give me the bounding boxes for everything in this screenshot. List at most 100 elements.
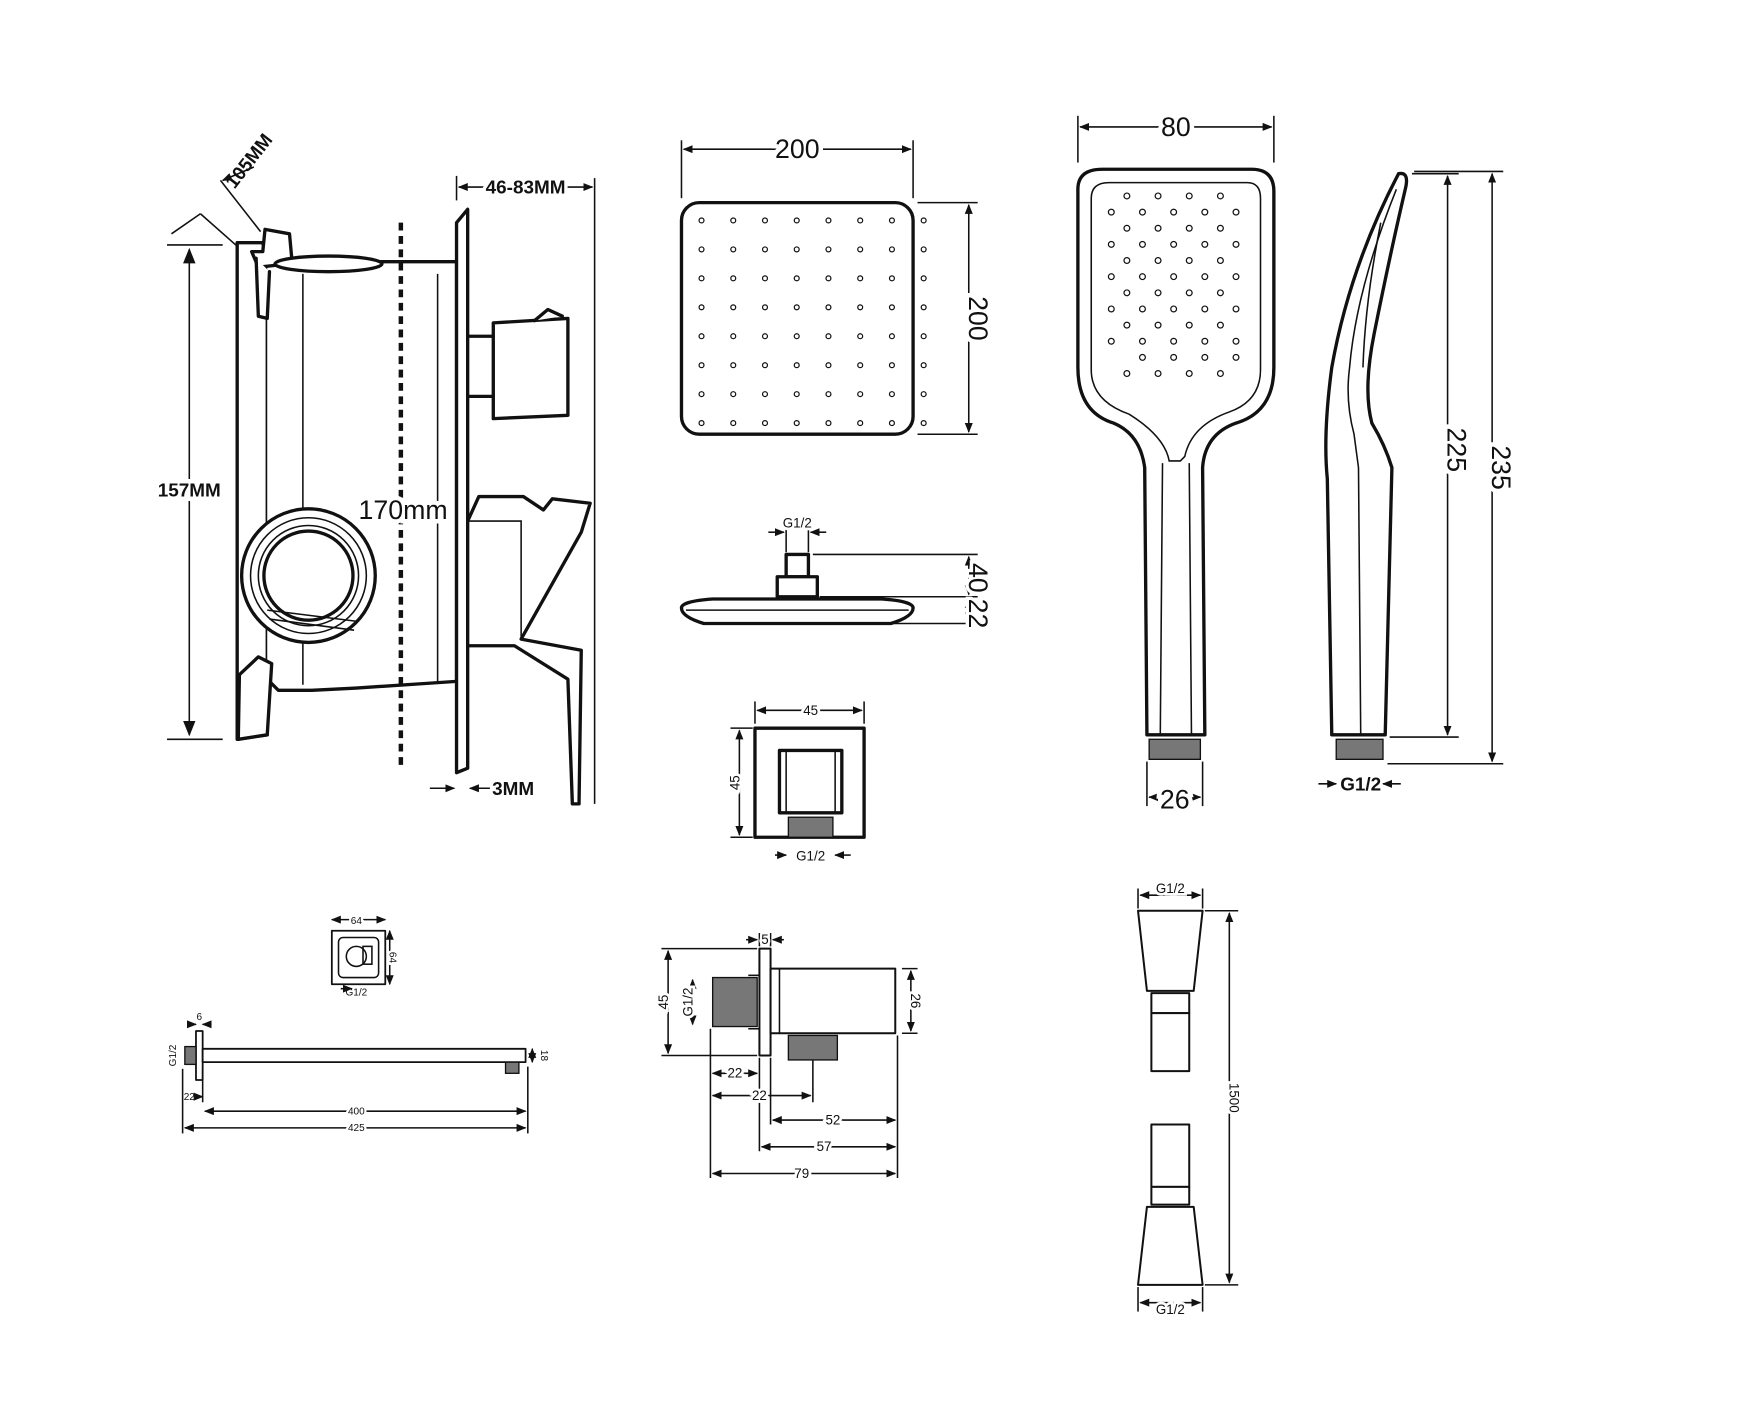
hand-nozzle xyxy=(1123,192,1131,200)
hand-nozzle xyxy=(1138,273,1146,281)
hand-nozzle xyxy=(1107,208,1115,216)
hand-nozzle xyxy=(1201,240,1209,248)
hand-nozzle xyxy=(1154,224,1162,232)
shower-hose xyxy=(1137,909,1204,1286)
body-height-label: 157MM xyxy=(158,481,221,502)
elbow-thread-label: G1/2 xyxy=(681,988,696,1017)
hand-nozzle xyxy=(1107,337,1115,345)
rain-nozzle xyxy=(920,391,927,398)
hand-shower-dimensions: 80 225 235 26 G1/2 xyxy=(1077,107,1521,819)
rain-nozzle xyxy=(920,217,927,224)
arm-length-label: 400 xyxy=(348,1106,365,1117)
rain-nozzle xyxy=(825,246,832,253)
rain-nozzle xyxy=(730,217,737,224)
hand-nozzle xyxy=(1185,257,1193,265)
flange-connection-label: G1/2 xyxy=(345,987,367,998)
rain-nozzle xyxy=(730,420,737,427)
hand-shower-side xyxy=(1324,171,1409,760)
rain-nozzle xyxy=(920,362,927,369)
inlet-offset-label: 22 xyxy=(752,1088,767,1103)
rain-nozzle xyxy=(888,362,895,369)
hand-nozzle xyxy=(1170,353,1178,361)
rain-nozzle xyxy=(793,275,800,282)
rain-shower-head-side xyxy=(679,552,915,626)
flange-depth-label: 6 xyxy=(197,1012,203,1023)
rain-nozzle xyxy=(761,391,769,398)
wall-elbow-front xyxy=(753,726,866,839)
hand-nozzle xyxy=(1185,224,1193,232)
rain-nozzle xyxy=(761,420,769,427)
rain-head-depth-label: 200 xyxy=(963,296,993,341)
hand-shower-nozzles xyxy=(1107,192,1240,378)
rain-nozzle xyxy=(793,391,800,398)
hose-length-label: 1500 xyxy=(1226,1083,1241,1113)
hand-nozzle xyxy=(1201,273,1209,281)
hand-nozzle xyxy=(1201,305,1209,313)
hand-nozzle xyxy=(1216,192,1224,200)
hand-nozzle xyxy=(1216,224,1224,232)
concealed-mixer xyxy=(235,207,592,806)
rain-nozzle xyxy=(888,217,895,224)
hand-nozzle xyxy=(1232,337,1240,345)
hand-nozzle xyxy=(1170,240,1178,248)
rain-nozzle xyxy=(698,246,705,253)
hand-nozzle xyxy=(1201,353,1209,361)
hand-nozzle xyxy=(1123,321,1131,329)
hand-nozzle xyxy=(1138,240,1146,248)
rain-nozzle xyxy=(920,420,927,427)
hose-dimensions: G1/2 1500 G1/2 xyxy=(1137,878,1244,1320)
rain-nozzle xyxy=(761,246,769,253)
rain-nozzle xyxy=(857,246,864,253)
rain-nozzle xyxy=(793,246,800,253)
rain-nozzle xyxy=(920,304,927,311)
hand-nozzle xyxy=(1216,257,1224,265)
hand-nozzle xyxy=(1170,208,1178,216)
hand-grip-width-label: 26 xyxy=(1160,784,1190,814)
tube-height-label: 18 xyxy=(538,1050,549,1062)
mixer-depth-label: 46-83MM xyxy=(486,178,566,199)
rain-nozzle xyxy=(698,217,705,224)
hand-nozzle xyxy=(1154,289,1162,297)
shower-arm-dimensions: 6 G1/2 18 22 400 425 xyxy=(168,1012,549,1137)
hand-nozzle xyxy=(1123,224,1131,232)
rain-nozzle xyxy=(920,333,927,340)
rain-head-dimensions: 200 200 xyxy=(680,130,997,435)
hand-nozzle xyxy=(1107,305,1115,313)
rain-nozzle xyxy=(857,275,864,282)
hand-nozzle xyxy=(1201,337,1209,345)
rain-nozzle xyxy=(698,275,705,282)
hand-nozzle xyxy=(1185,289,1193,297)
plate-thickness-label: 22 xyxy=(963,599,993,629)
rain-nozzle xyxy=(825,391,832,398)
hand-nozzle xyxy=(1185,192,1193,200)
rain-nozzle xyxy=(825,420,832,427)
hose-top-connection-label: G1/2 xyxy=(1156,881,1185,896)
rain-nozzle xyxy=(857,304,864,311)
hand-nozzle xyxy=(1138,337,1146,345)
rain-nozzle xyxy=(793,304,800,311)
arm-total-length-label: 425 xyxy=(348,1123,365,1134)
hand-nozzle xyxy=(1123,257,1131,265)
flange-width-label: 64 xyxy=(351,916,363,927)
hand-nozzle xyxy=(1232,273,1240,281)
hand-nozzle xyxy=(1138,208,1146,216)
elbow-height-label-2: 45 xyxy=(656,995,671,1010)
hand-nozzle xyxy=(1216,321,1224,329)
thread-length-label: 22 xyxy=(727,1066,742,1081)
hand-nozzle xyxy=(1154,321,1162,329)
hand-head-width-label: 80 xyxy=(1161,112,1191,142)
rain-nozzle xyxy=(761,217,769,224)
rain-side-dimensions: G1/2 40 22 xyxy=(768,513,996,632)
rain-nozzle xyxy=(888,246,895,253)
hand-nozzle xyxy=(1107,273,1115,281)
stem-height-label: 40 xyxy=(963,563,993,593)
elbow-flange-label: 5 xyxy=(761,932,768,947)
rain-nozzle xyxy=(793,333,800,340)
shower-arm-side xyxy=(184,1030,527,1081)
rain-nozzle xyxy=(888,391,895,398)
hand-nozzle xyxy=(1232,353,1240,361)
elbow-height-label: 45 xyxy=(727,775,742,790)
rain-nozzle xyxy=(698,420,705,427)
rain-nozzle xyxy=(793,420,800,427)
